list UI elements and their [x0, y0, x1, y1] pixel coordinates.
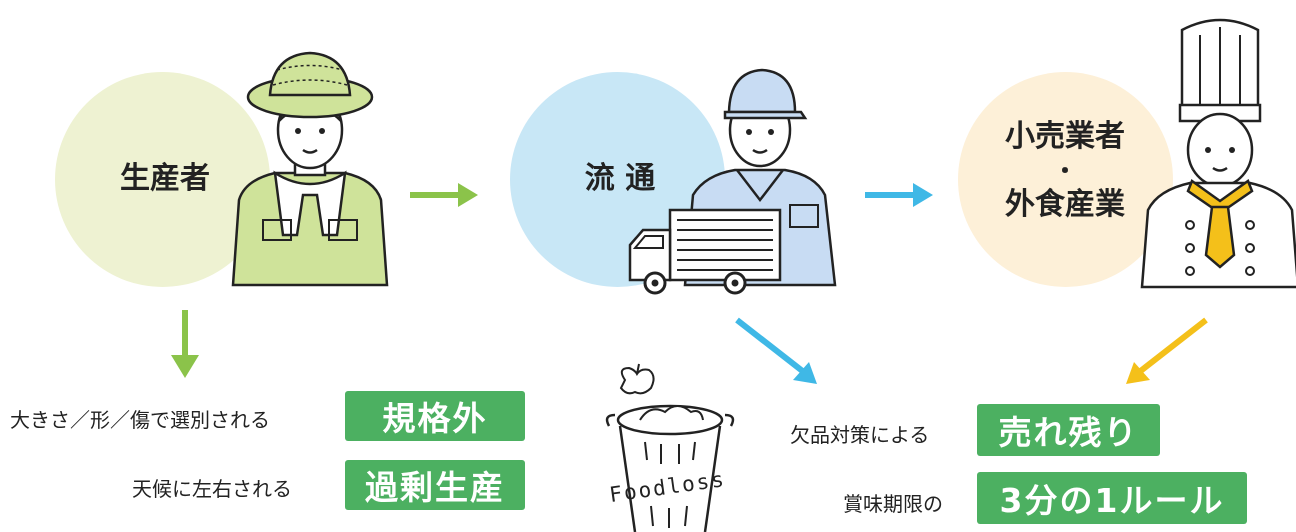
foodloss-bin-illustration [605, 363, 735, 532]
retail-label-line2: 外食産業 [1005, 186, 1125, 222]
cause-expiry-tag: 3分の1ルール [977, 472, 1247, 524]
arrow-right-blue [865, 183, 933, 207]
cause-weather-text: 天候に左右される [132, 477, 292, 501]
cause-shortage-text: 欠品対策による [790, 423, 930, 447]
chef-illustration [1140, 18, 1296, 289]
producer-label: 生産者 [120, 161, 210, 196]
arrow-right-green [410, 183, 478, 207]
delivery-worker-illustration [628, 68, 837, 295]
arrow-diagonal-yellow [1126, 317, 1208, 384]
farmer-illustration [231, 51, 389, 287]
cause-shortage-tag: 売れ残り [977, 404, 1160, 456]
cause-size-shape-text: 大きさ／形／傷で選別される [10, 408, 270, 432]
retail-label-dot: ・ [1053, 156, 1077, 185]
distribution-label: 流 通 [584, 161, 656, 196]
retail-label: 小売業者 ・ 外食産業 [1000, 118, 1130, 223]
arrow-diagonal-blue [735, 317, 817, 384]
retail-circle [958, 72, 1173, 287]
arrow-down-green [171, 310, 199, 378]
cause-weather-tag: 過剰生産 [345, 460, 525, 510]
cause-expiry-text: 賞味期限の [843, 492, 943, 516]
cause-size-shape-tag: 規格外 [345, 391, 525, 441]
retail-label-line1: 小売業者 [1005, 119, 1125, 154]
